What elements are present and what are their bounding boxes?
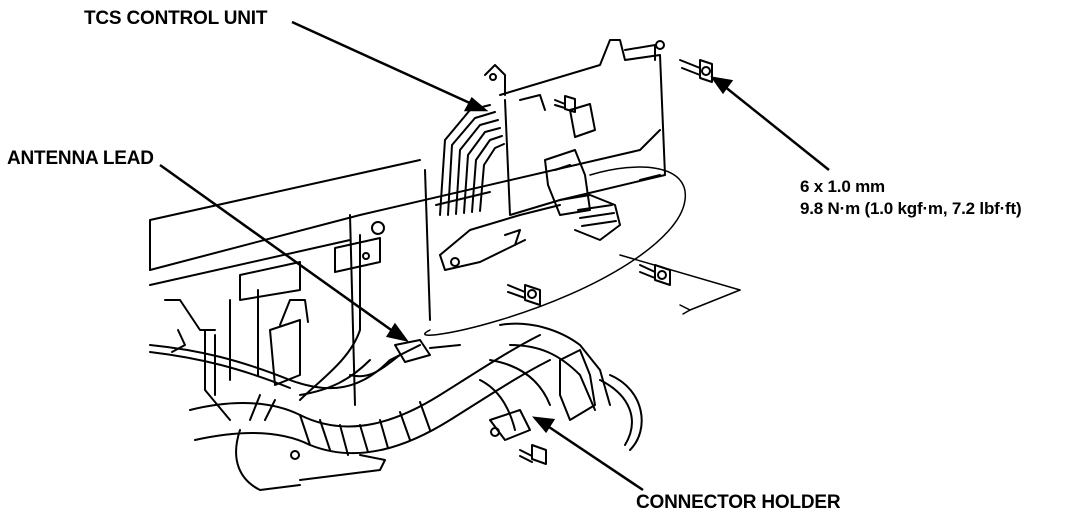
leader-tcs-control-unit [292, 22, 472, 104]
antenna-lead-cable [150, 330, 460, 388]
bolt-group [508, 60, 712, 464]
arrowhead-connector-holder [535, 418, 553, 431]
arrowhead-bolt-spec [713, 78, 731, 92]
main-wiring-harness [190, 235, 642, 490]
leader-antenna-lead [160, 165, 394, 332]
label-torque-spec: 9.8 N·m (1.0 kgf·m, 7.2 lbf·ft) [800, 199, 1022, 218]
label-connector-holder: CONNECTOR HOLDER [636, 492, 841, 513]
control-unit-harness [436, 105, 504, 215]
leader-lines [160, 22, 829, 490]
label-antenna-lead: ANTENNA LEAD [7, 148, 154, 169]
tcs-control-unit-drawing [440, 40, 665, 270]
label-bolt-size: 6 x 1.0 mm [800, 177, 885, 196]
arrowhead-antenna-lead [388, 325, 406, 340]
label-tcs-control-unit: TCS CONTROL UNIT [84, 8, 268, 29]
leader-bolt-spec [724, 86, 829, 170]
mounting-outline [425, 167, 740, 335]
arrowhead-tcs-control-unit [466, 99, 485, 110]
leader-connector-holder [546, 425, 643, 490]
